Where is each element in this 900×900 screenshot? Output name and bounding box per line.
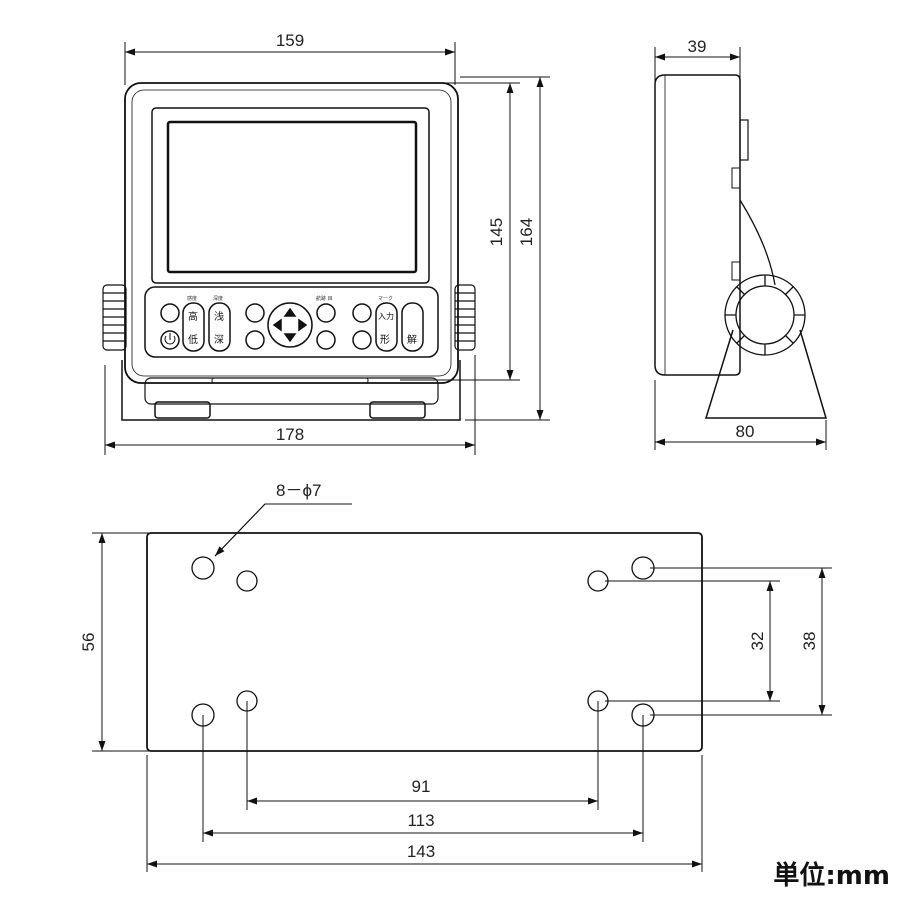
dim-height-164: 164 xyxy=(517,218,536,246)
side-bracket-arm xyxy=(739,199,776,286)
mount-hole xyxy=(191,556,215,580)
arrow-up-icon xyxy=(283,307,297,317)
side-connector-top xyxy=(739,119,749,161)
key-label-release: 解 xyxy=(407,333,417,346)
plate-dimension-lines xyxy=(92,503,832,872)
left-foot xyxy=(154,401,211,419)
key-label-deep: 深 xyxy=(214,334,224,346)
dim-plate-width: 143 xyxy=(407,842,435,861)
side-knob xyxy=(724,274,806,356)
dim-side-base: 80 xyxy=(736,422,755,441)
cancel-keys xyxy=(401,302,424,352)
key-label-input: 入力 xyxy=(378,311,394,321)
side-connector-small xyxy=(731,167,741,189)
key-label-low: 低 xyxy=(188,333,198,346)
dim-height-145: 145 xyxy=(487,218,506,246)
bracket-plate xyxy=(146,532,703,752)
arrow-down-icon xyxy=(283,333,297,343)
side-connector-low xyxy=(731,261,741,281)
unit-label: 単位:mm xyxy=(773,861,890,891)
dim-outer-vertical: 38 xyxy=(800,632,819,651)
dim-front-width: 159 xyxy=(276,31,304,50)
dim-inner-vertical: 32 xyxy=(748,632,767,651)
dim-plate-height: 56 xyxy=(79,633,98,652)
mark-keys xyxy=(375,302,398,352)
lcd-screen xyxy=(166,120,418,274)
right-foot xyxy=(369,401,426,419)
keypad-labels: 高 低 浅 深 入力 形 解 感度 深度 航跡 目 マーク xyxy=(187,295,417,346)
bracket-plate-view xyxy=(146,532,703,752)
direction-pad xyxy=(267,302,313,348)
screen-bezel xyxy=(151,107,430,284)
dim-side-depth: 39 xyxy=(688,37,707,56)
front-dimension-lines xyxy=(104,42,550,455)
key-label-range: 深度 xyxy=(213,295,223,302)
dim-bracket-width: 178 xyxy=(276,425,304,444)
key-label-high: 高 xyxy=(188,310,198,323)
front-housing-inner xyxy=(131,89,452,377)
front-view xyxy=(102,82,476,421)
front-stand xyxy=(121,360,461,421)
arrow-right-icon xyxy=(298,318,308,332)
side-view xyxy=(654,74,828,419)
shift-key xyxy=(352,303,372,323)
side-dimension-lines xyxy=(654,47,827,450)
dim-inner-horizontal: 91 xyxy=(412,777,431,796)
track-key xyxy=(316,303,336,323)
key-label-gain: 感度 xyxy=(187,295,197,302)
arrow-left-icon xyxy=(272,318,282,332)
dim-middle-horizontal: 113 xyxy=(407,811,434,830)
key-label-track: 航跡 目 xyxy=(316,295,333,302)
light-key xyxy=(160,303,180,323)
left-knob xyxy=(102,284,127,351)
key-label-mark: マーク xyxy=(378,296,393,302)
front-slot xyxy=(211,377,369,384)
clear-key xyxy=(316,330,336,350)
dim-hole-spec: 8－ϕ7 xyxy=(276,481,321,500)
depth-keys xyxy=(208,302,231,352)
side-stand xyxy=(704,329,828,419)
front-bottom-lip xyxy=(144,377,439,405)
gain-keys xyxy=(182,302,205,352)
cursor-key xyxy=(352,330,372,350)
key-label-form: 形 xyxy=(380,334,390,346)
key-label-shallow: 浅 xyxy=(214,310,224,323)
keypad-panel xyxy=(144,286,439,358)
zoom-key xyxy=(245,303,265,323)
mount-hole xyxy=(236,570,258,592)
power-key xyxy=(160,330,180,350)
menu-key xyxy=(245,330,265,350)
